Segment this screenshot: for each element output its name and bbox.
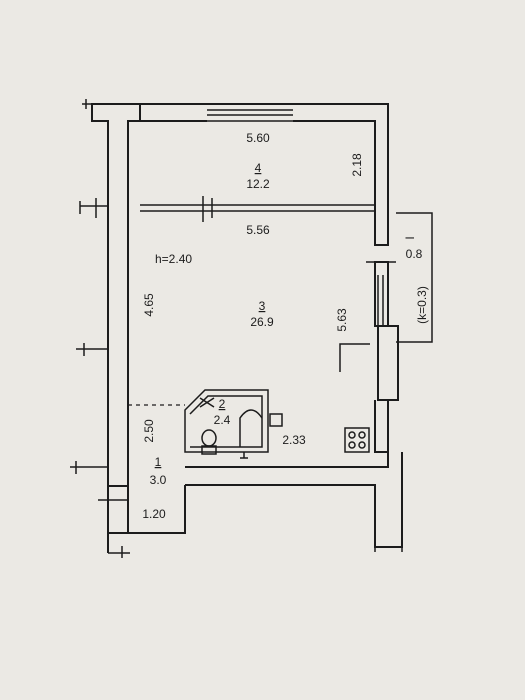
dim-kitchen-width: 2.33: [282, 433, 306, 447]
sink: [339, 343, 370, 372]
room-I-area: 0.8: [406, 247, 423, 261]
dim-hall-length: 2.50: [142, 419, 156, 443]
bathroom: [184, 389, 283, 459]
room-4-number: 4: [255, 161, 262, 175]
room-2-area: 2.4: [214, 413, 231, 427]
ceiling-height: h=2.40: [155, 252, 192, 266]
dim-top-width: 5.60: [246, 131, 270, 145]
room-3-area: 26.9: [250, 315, 274, 329]
dim-balcony-depth: 2.18: [350, 153, 364, 177]
wall-breaks: [70, 99, 403, 558]
walls: [91, 103, 403, 553]
window-top: [207, 103, 293, 122]
coefficient: (k=0.3): [415, 286, 429, 324]
stove: [344, 427, 370, 453]
window-right: [366, 261, 396, 326]
dim-left-length: 4.65: [142, 293, 156, 317]
balcony-partition: [79, 196, 375, 222]
room-4-area: 12.2: [246, 177, 270, 191]
dim-main-width: 5.56: [246, 223, 270, 237]
dim-right-length: 5.63: [335, 308, 349, 332]
dim-entrance-width: 1.20: [142, 507, 166, 521]
loggia-box: [396, 212, 433, 343]
room-3-number: 3: [259, 299, 266, 313]
room-1-number: 1: [155, 455, 162, 469]
room-2-number: 2: [219, 397, 226, 411]
room-I-number: I: [403, 236, 417, 239]
room-1-area: 3.0: [150, 473, 167, 487]
